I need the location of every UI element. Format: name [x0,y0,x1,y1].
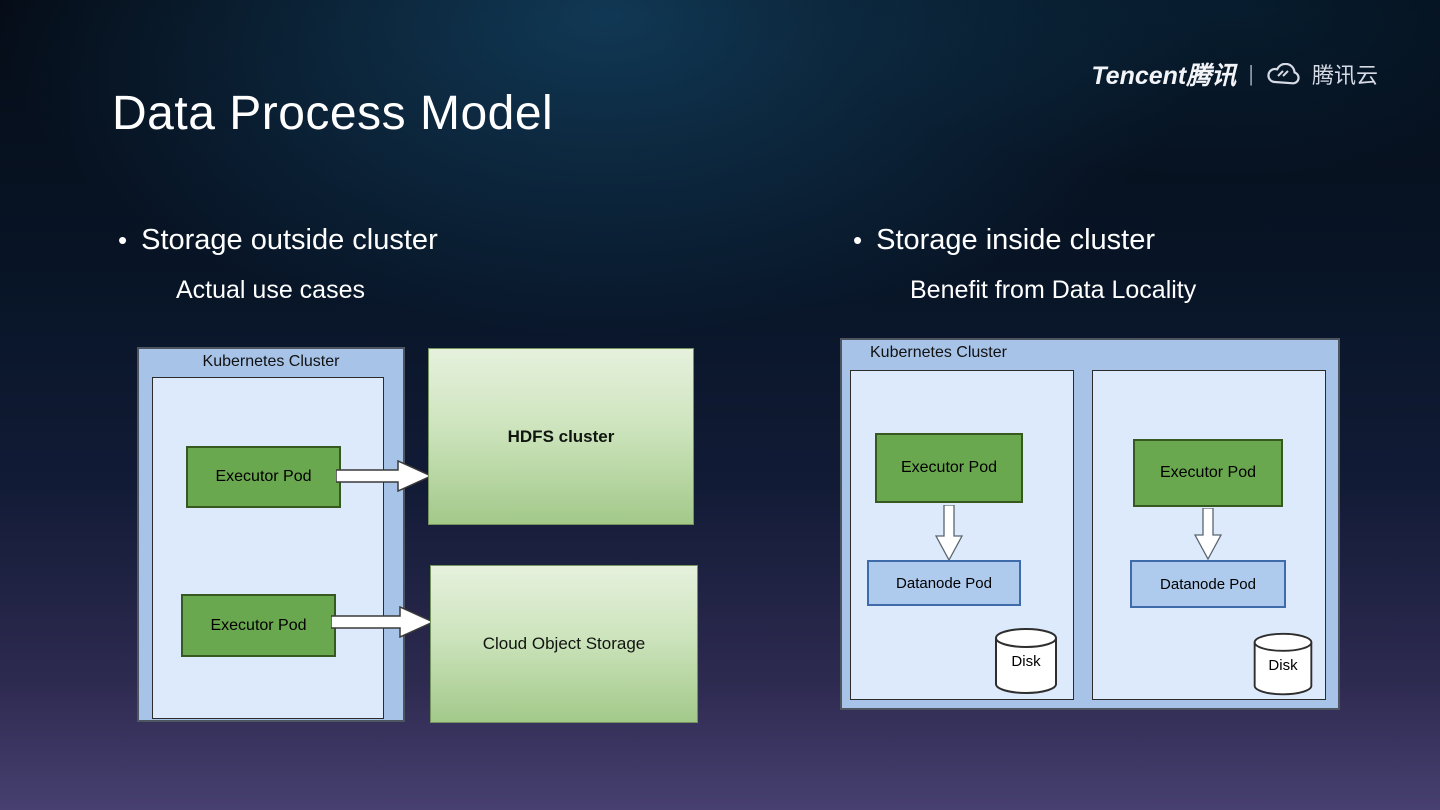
arrow-right-icon [331,606,434,638]
subtext-data-locality: Benefit from Data Locality [910,276,1197,304]
executor-pod-box: Executor Pod [181,594,336,657]
tencent-cloud-wordmark: 腾讯云 [1311,63,1378,88]
bullet-marker: • [118,225,128,255]
hdfs-cluster-box: HDFS cluster [428,348,694,525]
executor-pod-box: Executor Pod [875,433,1023,503]
disk-label: Disk [1011,653,1041,671]
executor-pod-box: Executor Pod [1133,439,1283,507]
bullet-storage-outside: • Storage outside cluster [118,224,438,257]
arrow-down-icon [935,505,963,561]
right-node-box: Executor Pod Datanode Pod Disk [850,370,1074,700]
tencent-wordmark: Tencent腾讯 [1091,62,1237,90]
bullet-label: Storage outside cluster [141,224,438,256]
tencent-logo: Tencent腾讯 | 腾讯云 [1091,56,1378,92]
disk-label: Disk [1268,656,1298,674]
datanode-pod-box: Datanode Pod [1130,560,1286,608]
bullet-storage-inside: • Storage inside cluster [853,224,1155,257]
disk-cylinder: Disk [991,626,1061,698]
subtext-actual-use-cases: Actual use cases [176,276,365,304]
left-cluster-inner-box: Executor Pod Executor Pod [152,377,384,719]
arrow-right-icon [336,460,432,492]
cloud-object-storage-box: Cloud Object Storage [430,565,698,723]
disk-cylinder: Disk [1249,631,1317,699]
arrow-down-icon [1194,508,1222,560]
left-cluster-label: Kubernetes Cluster [202,353,340,370]
datanode-pod-box: Datanode Pod [867,560,1021,606]
bullet-marker: • [853,225,863,255]
page-title: Data Process Model [112,87,554,140]
cloud-icon [1266,63,1300,85]
right-kubernetes-cluster-box: Kubernetes Cluster Executor Pod Datanode… [840,338,1340,710]
bullet-label: Storage inside cluster [876,224,1155,256]
executor-pod-box: Executor Pod [186,446,341,508]
right-cluster-label: Kubernetes Cluster [870,344,1007,361]
logo-divider: | [1248,61,1254,86]
right-node-box: Executor Pod Datanode Pod Disk [1092,370,1326,700]
left-kubernetes-cluster-box: Kubernetes Cluster Executor Pod Executor… [137,347,405,722]
